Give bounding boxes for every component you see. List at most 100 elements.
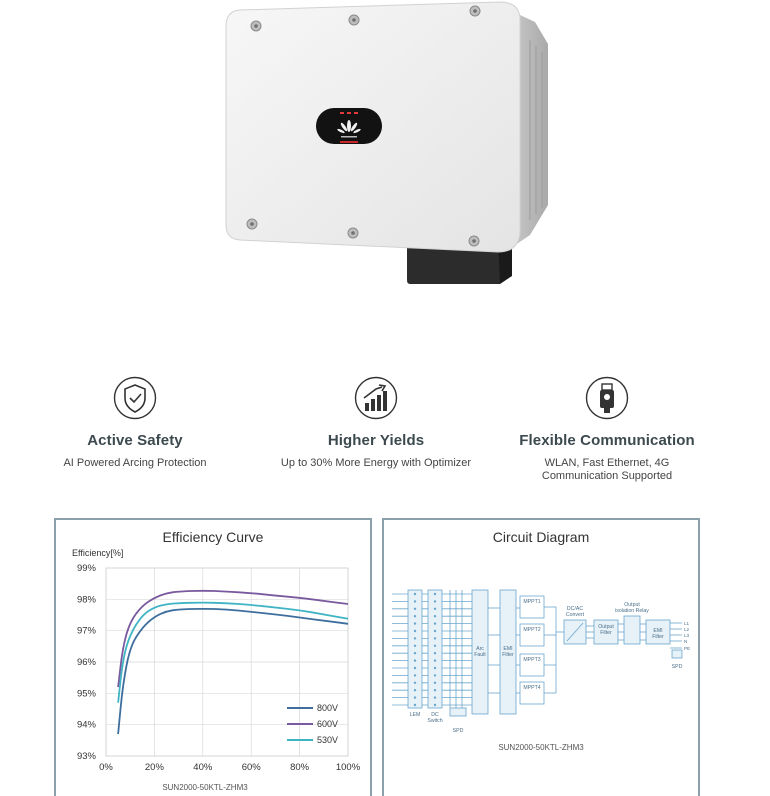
switch-contact — [433, 681, 437, 684]
switch-contact — [433, 652, 437, 655]
diagram-footer: SUN2000-50KTL-ZHM3 — [498, 743, 584, 752]
switch-contact — [413, 674, 417, 677]
red-stripe — [340, 141, 358, 143]
lem-block — [407, 589, 423, 709]
x-tick-label: 100% — [336, 762, 361, 773]
y-tick-label: 99% — [77, 563, 97, 574]
switch-contact — [413, 666, 417, 670]
output-filter-block — [593, 619, 619, 645]
emi-filter-label: EMI — [503, 646, 512, 652]
y-tick-label: 95% — [77, 688, 97, 699]
switch-contact — [413, 607, 417, 610]
feature-active-safety: Active Safety AI Powered Arcing Protecti… — [15, 376, 255, 470]
panel-title: Efficiency Curve — [162, 529, 264, 545]
switch-contact — [433, 622, 437, 625]
efficiency-curve-panel: Efficiency Curve Efficiency[%] 93% 94% 95%… — [54, 518, 372, 796]
feature-title: Active Safety — [87, 432, 183, 449]
brand-logo — [337, 120, 361, 138]
y-tick-label: 94% — [77, 720, 97, 731]
x-tick-label: 60% — [242, 762, 262, 773]
arc-fault-label: Fault — [474, 652, 486, 658]
x-tick-label: 20% — [145, 762, 165, 773]
switch-contact — [413, 652, 417, 655]
switch-contact — [433, 592, 437, 596]
switch-contact — [433, 696, 437, 699]
series-line-800V — [117, 607, 349, 735]
switch-contact — [433, 666, 437, 670]
lem-label: LEM — [410, 712, 421, 718]
legend-label: 530V — [317, 735, 338, 745]
panel-title: Circuit Diagram — [492, 529, 590, 545]
shield-check-icon — [113, 376, 157, 420]
emi-filter-label: Filter — [502, 652, 514, 658]
switch-contact — [413, 659, 417, 662]
switch-contact — [413, 637, 417, 640]
dc-switch-label: DC — [431, 712, 439, 718]
output-filter-label: Filter — [600, 630, 612, 636]
communication-dongle-icon — [585, 376, 629, 420]
switch-contact — [413, 622, 417, 625]
feature-description: AI Powered Arcing Protection — [63, 457, 207, 469]
circuit-diagram: LEM DC Switch SPD Arc Fault EMI Filter M… — [392, 589, 690, 752]
feature-title: Flexible Communication — [519, 432, 695, 449]
bar-growth-icon — [354, 376, 398, 420]
screws — [246, 5, 481, 247]
switch-contact — [433, 644, 437, 647]
isolation-relay-block — [623, 615, 641, 645]
terminal-label: N — [684, 639, 687, 644]
y-tick-label: 97% — [77, 626, 97, 637]
terminal-label: L2 — [684, 627, 690, 632]
feature-description: Up to 30% More Energy with Optimizer — [280, 457, 472, 469]
spd-left-block — [449, 707, 467, 717]
dc-switch-label: Switch — [427, 718, 442, 724]
legend-label: 600V — [317, 719, 338, 729]
isolation-relay-label: Output — [624, 602, 640, 608]
switch-contacts — [413, 592, 437, 707]
series-line-530V — [117, 601, 349, 703]
switch-contact — [433, 629, 437, 633]
switch-contact — [433, 607, 437, 610]
circuit-diagram-panel: Circuit Diagram — [382, 518, 700, 796]
efficiency-chart: Efficiency[%] 93% 94% 95% 96% 97% 98% 99% 0% 20… — [72, 548, 361, 792]
switch-contact — [433, 703, 437, 707]
spd-right-block — [671, 649, 683, 659]
status-leds — [340, 112, 358, 114]
emi-filter-out-label: Filter — [652, 634, 664, 640]
feature-higher-yields: Higher Yields Up to 30% More Energy with… — [256, 376, 496, 470]
mppt3-label: MPPT3 — [523, 657, 540, 663]
emi-filter-out-block — [645, 619, 671, 645]
spd-left-label: SPD — [453, 728, 464, 734]
switch-contact — [413, 696, 417, 699]
output-filter-label: Output — [598, 624, 614, 630]
feature-description-line: Communication Supported — [541, 470, 673, 482]
terminal-label: L1 — [684, 621, 690, 626]
switch-contact — [433, 689, 437, 692]
chart-footer: SUN2000-50KTL-ZHM3 — [162, 783, 248, 792]
x-tick-label: 0% — [99, 762, 113, 773]
terminal-label: PE — [684, 646, 690, 651]
chart-y-label: Efficiency[%] — [72, 548, 123, 558]
switch-contact — [413, 681, 417, 684]
emi-filter-out-label: EMI — [653, 628, 662, 634]
switch-contact — [433, 600, 437, 603]
dc-switch-block — [427, 589, 443, 709]
x-tick-label: 40% — [193, 762, 213, 773]
series-line-600V — [117, 589, 349, 688]
dcac-label: Convert — [566, 612, 585, 618]
switch-contact — [433, 637, 437, 640]
switch-contact — [413, 629, 417, 633]
mppt4-label: MPPT4 — [523, 685, 540, 691]
switch-contact — [433, 674, 437, 677]
y-tick-label: 96% — [77, 657, 97, 668]
mppt1-label: MPPT1 — [523, 599, 540, 605]
terminal-label: L3 — [684, 633, 690, 638]
feature-flexible-communication: Flexible Communication WLAN, Fast Ethern… — [487, 376, 727, 483]
y-tick-labels: 93% 94% 95% 96% 97% 98% 99% — [77, 563, 97, 762]
switch-contact — [413, 644, 417, 647]
arc-fault-label: Arc — [476, 646, 484, 652]
y-tick-label: 93% — [77, 751, 97, 762]
switch-contact — [413, 703, 417, 707]
switch-contact — [413, 592, 417, 596]
y-tick-label: 98% — [77, 594, 97, 605]
